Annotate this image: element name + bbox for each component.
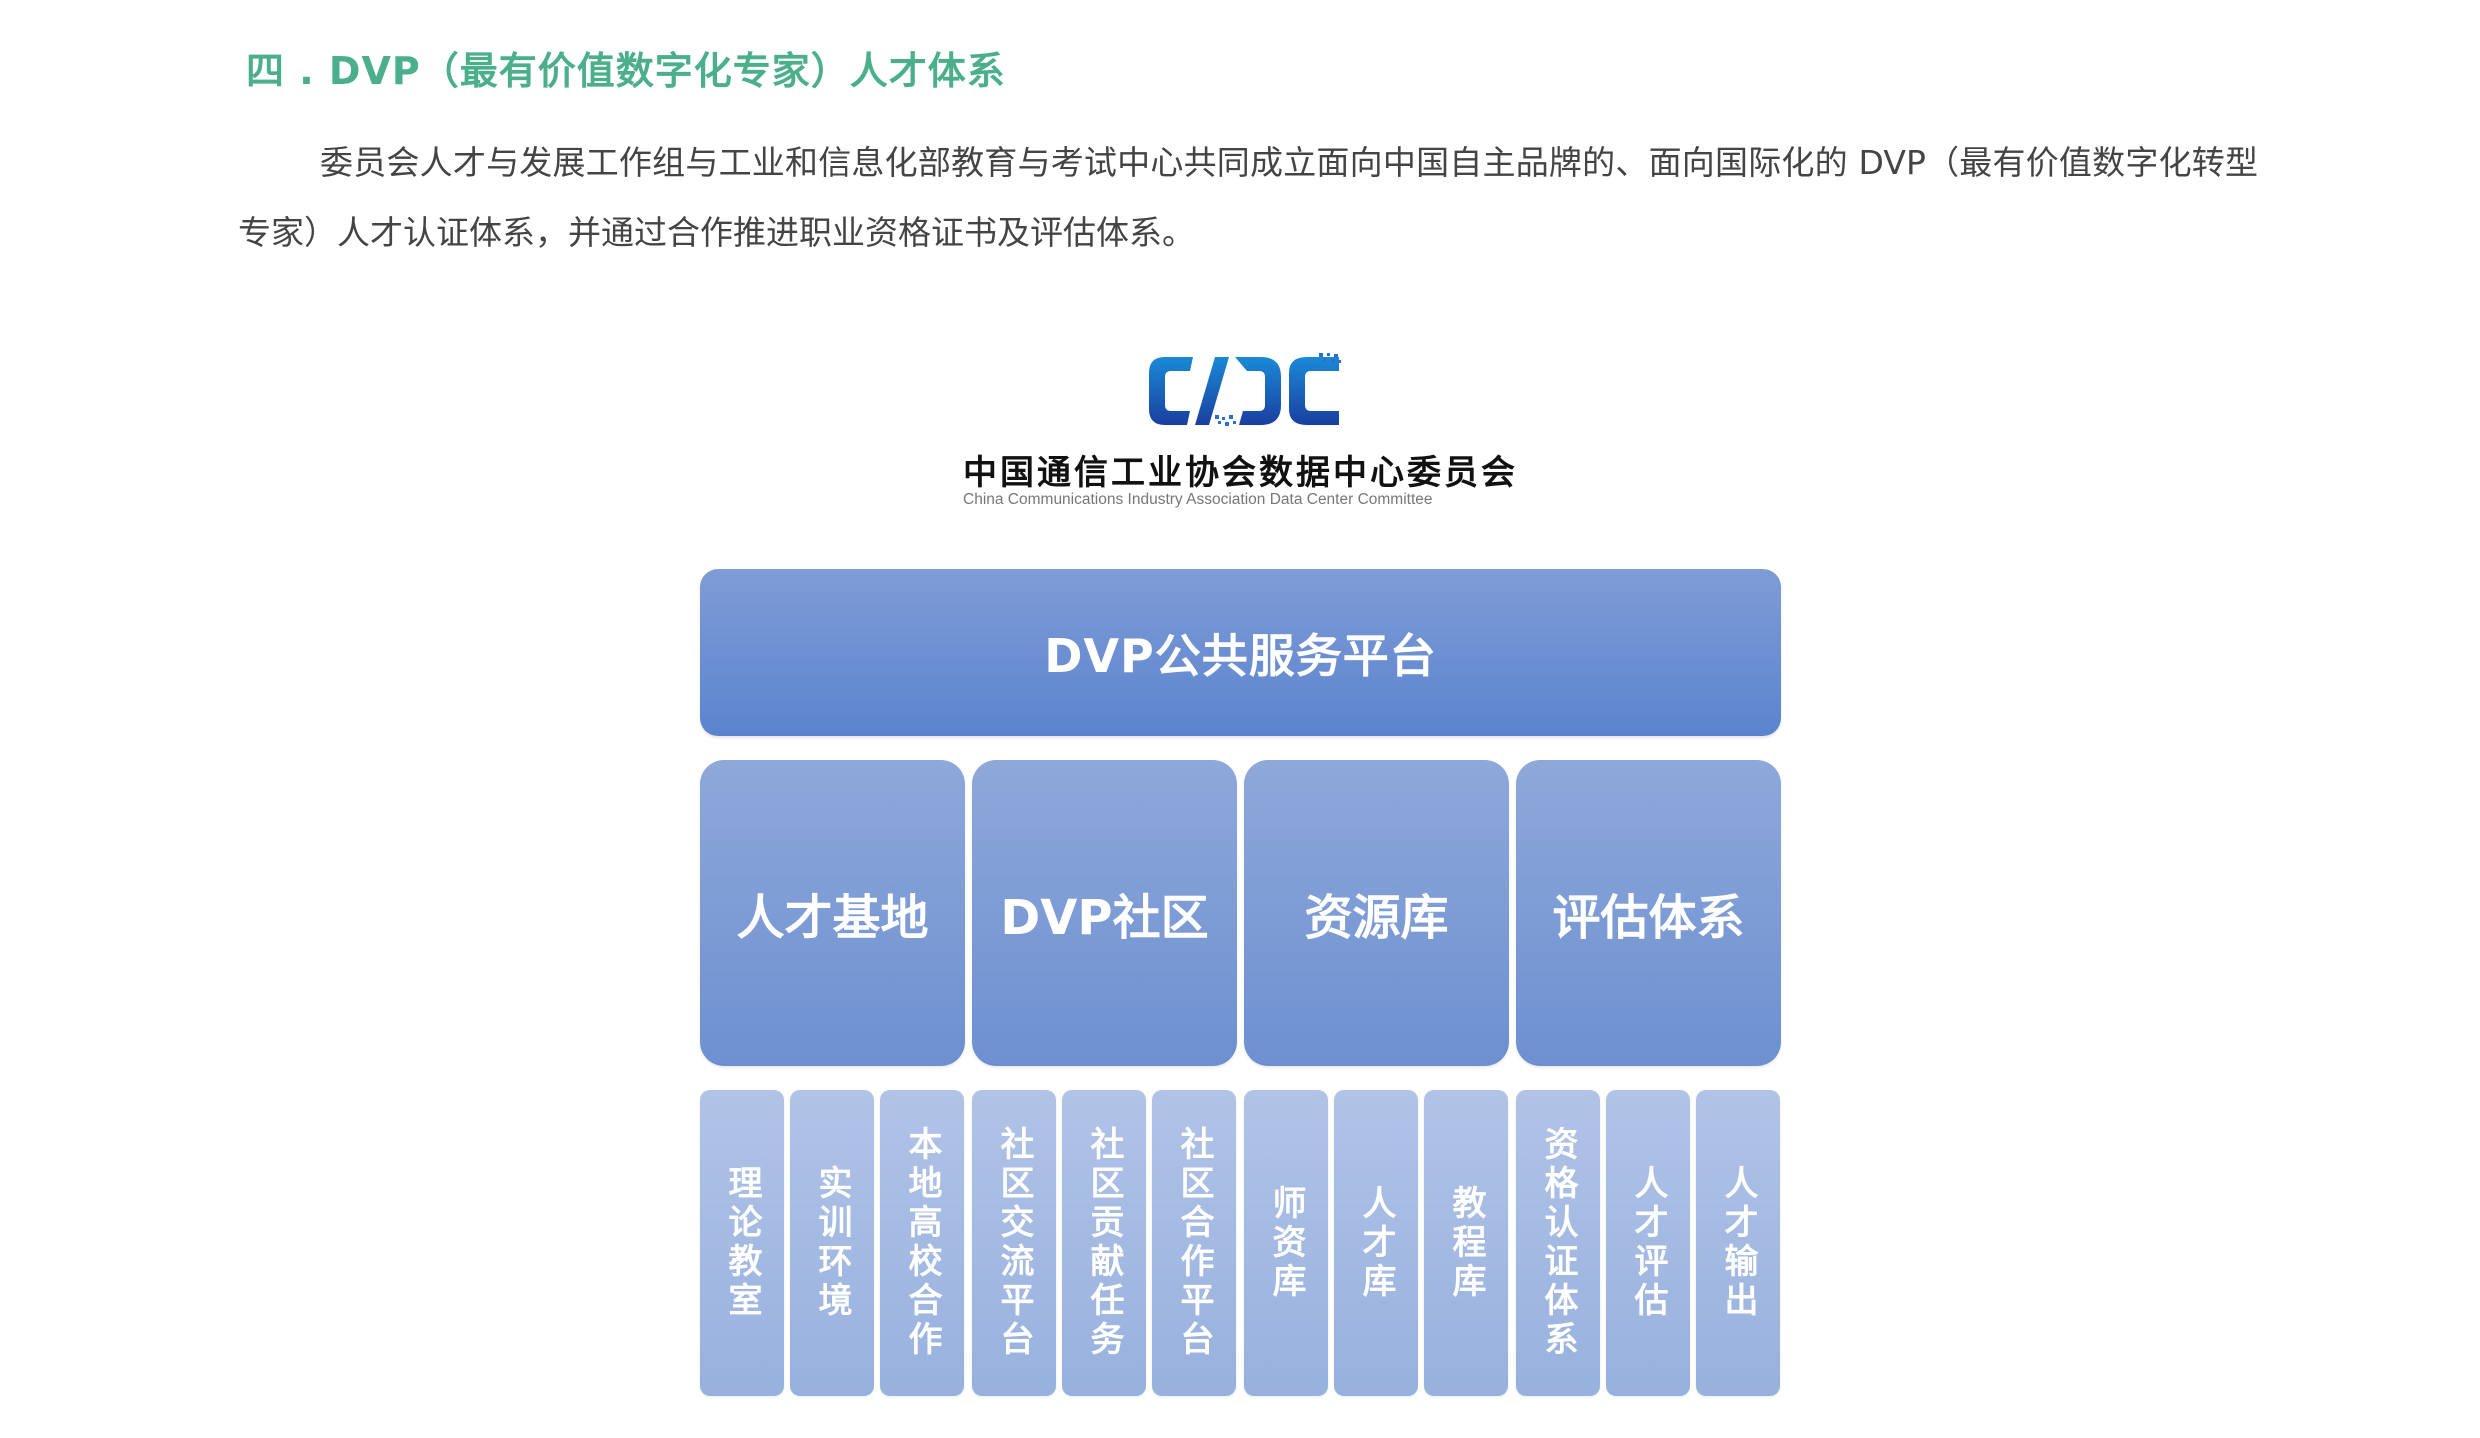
leaf-box: 社区贡献任务: [1062, 1090, 1146, 1396]
pillar-label: DVP社区: [1000, 890, 1209, 946]
leaf-box: 教程库: [1424, 1090, 1508, 1396]
leaf-label: 社区合作平台: [1174, 1126, 1214, 1360]
pillar-evaluation-system: 评估体系: [1516, 760, 1781, 1066]
leaf-box: 实训环境: [790, 1090, 874, 1396]
leaf-box: 人才输出: [1696, 1090, 1780, 1396]
leaf-label: 社区交流平台: [994, 1126, 1034, 1360]
leaf-label: 理论教室: [722, 1165, 762, 1321]
leaf-label: 教程库: [1446, 1184, 1486, 1302]
logo-name-cn: 中国通信工业协会数据中心委员会: [963, 453, 1518, 493]
leaf-box: 社区交流平台: [972, 1090, 1056, 1396]
leaf-box: 理论教室: [700, 1090, 784, 1396]
leaf-label: 实训环境: [812, 1165, 852, 1321]
leaf-box: 社区合作平台: [1152, 1090, 1236, 1396]
platform-label: DVP公共服务平台: [1044, 628, 1437, 683]
leaf-box: 本地高校合作: [880, 1090, 964, 1396]
cidc-logo-mark-icon: [1149, 353, 1341, 426]
pillar-label: 资源库: [1304, 890, 1449, 946]
leaf-box: 人才库: [1334, 1090, 1418, 1396]
pillar-talent-base: 人才基地: [700, 760, 965, 1066]
leaf-box: 师资库: [1244, 1090, 1328, 1396]
pillar-dvp-community: DVP社区: [972, 760, 1237, 1066]
leaf-label: 人才评估: [1628, 1165, 1668, 1321]
leaf-label: 社区贡献任务: [1084, 1126, 1124, 1360]
leaf-label: 人才输出: [1718, 1165, 1758, 1321]
cidc-logo: 中国通信工业协会数据中心委员会 China Communications Ind…: [955, 345, 1525, 520]
leaf-label: 资格认证体系: [1538, 1126, 1578, 1360]
leaf-label: 师资库: [1266, 1184, 1306, 1302]
platform-box: DVP公共服务平台: [700, 569, 1781, 736]
leaf-label: 人才库: [1356, 1184, 1396, 1302]
leaf-box: 资格认证体系: [1516, 1090, 1600, 1396]
pillar-resource-library: 资源库: [1244, 760, 1509, 1066]
section-paragraph: 委员会人才与发展工作组与工业和信息化部教育与考试中心共同成立面向中国自主品牌的、…: [238, 143, 2258, 252]
logo-name-en: China Communications Industry Associatio…: [963, 491, 1433, 508]
pillar-label: 评估体系: [1552, 890, 1745, 946]
dvp-structure-diagram: DVP公共服务平台 人才基地 DVP社区 资源库 评估体系 理论教室 实训环境 …: [700, 569, 1782, 1397]
pillar-label: 人才基地: [736, 890, 929, 946]
leaf-box: 人才评估: [1606, 1090, 1690, 1396]
section-heading: 四 . DVP（最有价值数字化专家）人才体系: [246, 49, 1006, 93]
leaf-label: 本地高校合作: [902, 1126, 942, 1360]
